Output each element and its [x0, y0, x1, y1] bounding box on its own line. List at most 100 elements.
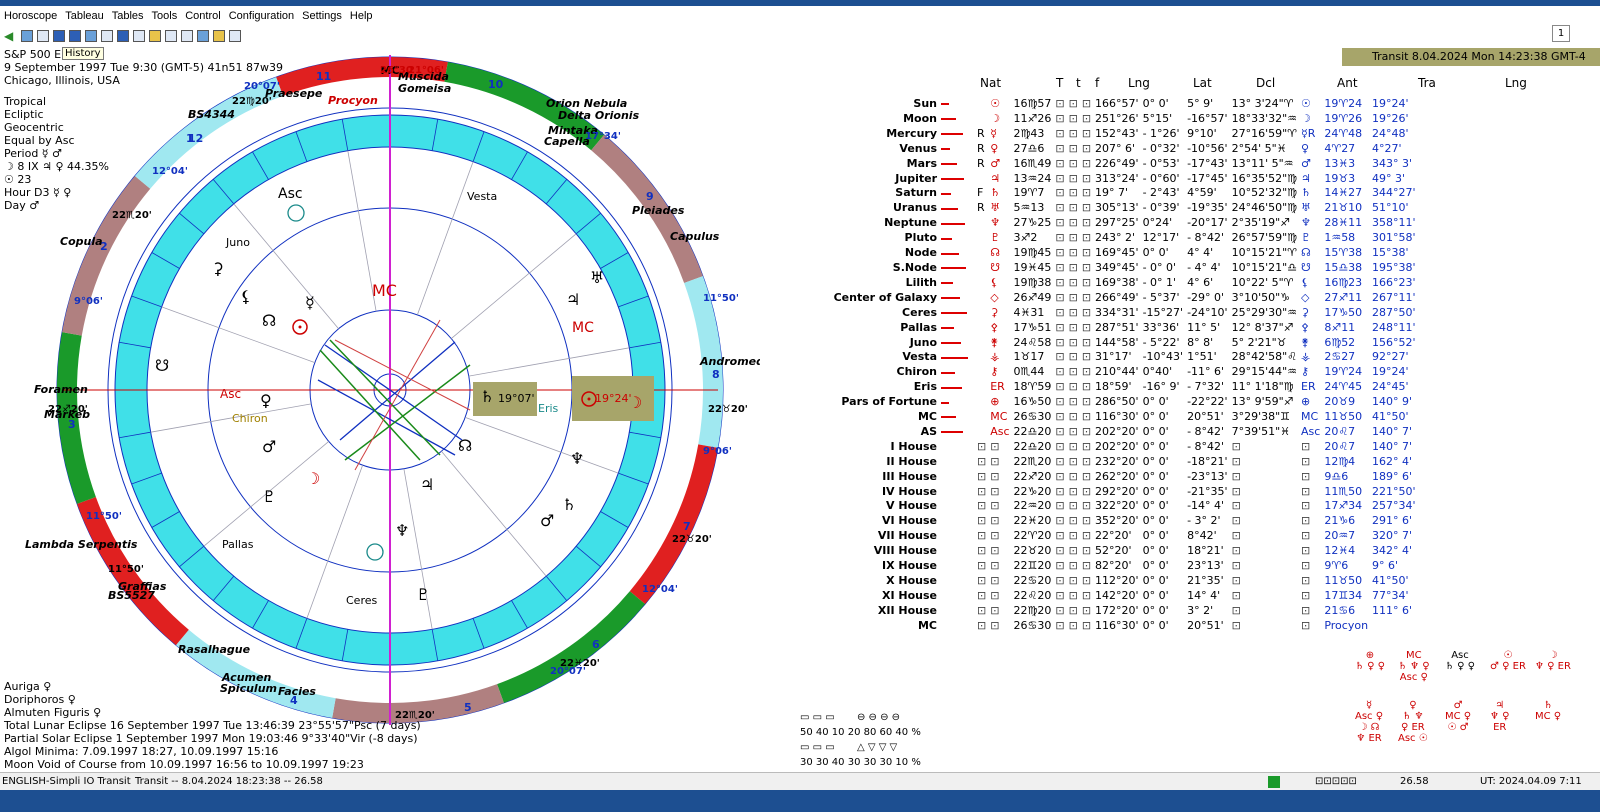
degree-spoke: [618, 472, 649, 485]
cell-icon: ⊡: [977, 439, 987, 453]
house-row[interactable]: VI House⊡⊡22♓20⊡⊡⊡352°20'0° 0'- 3° 2'⊡⊡2…: [760, 514, 1418, 529]
house-row[interactable]: III House⊡⊡22♐20⊡⊡⊡262°20'0° 0'-23°13'⊡⊡…: [760, 470, 1418, 485]
list-icon[interactable]: [181, 30, 194, 42]
house-row[interactable]: IV House⊡⊡22♑20⊡⊡⊡292°20'0° 0'-21°35'⊡⊡1…: [760, 485, 1418, 500]
planet-row[interactable]: Jupiter♃13♒24⊡⊡⊡313°24'- 0°60'-17°45'16°…: [760, 172, 1418, 187]
calendar-icon[interactable]: [149, 30, 162, 42]
planet-row[interactable]: Juno⚵24♌58⊡⊡⊡144°58'- 5°22'8° 8'5° 2'21"…: [760, 336, 1418, 351]
cell-tpos: 11♉50: [1324, 574, 1363, 587]
house-row[interactable]: MC⊡⊡26♋30⊡⊡⊡116°30'0° 0'20°51'⊡⊡Procyon: [760, 619, 1418, 634]
cell-icon: ⊡: [1068, 126, 1078, 140]
table-icon[interactable]: [21, 30, 34, 42]
house-row[interactable]: X House⊡⊡22♋20⊡⊡⊡112°20'0° 0'21°35'⊡⊡11♉…: [760, 574, 1418, 589]
cell-icon: ⊡: [1068, 544, 1078, 558]
tools-icon[interactable]: [213, 30, 226, 42]
star-rasalhague: Rasalhague: [178, 643, 251, 656]
house-row[interactable]: VIII House⊡⊡22♉20⊡⊡⊡52°20'0° 0'18°21'⊡⊡1…: [760, 544, 1418, 559]
page-number-input[interactable]: 1: [1552, 25, 1570, 42]
menu-help[interactable]: Help: [349, 10, 373, 22]
menu-settings[interactable]: Settings: [302, 10, 342, 22]
col-tra: Tra: [1418, 76, 1436, 90]
print-icon[interactable]: [133, 30, 146, 42]
map-icon[interactable]: [69, 30, 82, 42]
house-row[interactable]: XI House⊡⊡22♌20⊡⊡⊡142°20'0° 0'14° 4'⊡⊡17…: [760, 589, 1418, 604]
menu-configuration[interactable]: Configuration: [228, 10, 295, 22]
cell-tlng: 287°50': [1372, 305, 1416, 319]
status-mode-icons[interactable]: ⊡⊡⊡⊡⊡: [1315, 776, 1357, 787]
cell-flag: R: [977, 141, 985, 155]
strength-bars: [939, 365, 975, 380]
star-orion-nebula: Orion Nebula: [546, 97, 627, 110]
globe-icon[interactable]: [37, 30, 50, 42]
node-natal-glyph: ☊: [262, 311, 276, 330]
house-row[interactable]: V House⊡⊡22♒20⊡⊡⊡322°20'0° 0'-14° 4'⊡⊡17…: [760, 499, 1418, 514]
planet-row[interactable]: Moon☽11♐26⊡⊡⊡251°26'5°15'-16°57'18°33'32…: [760, 112, 1418, 127]
menu-tableau[interactable]: Tableau: [65, 10, 104, 22]
cell-icon: ⊡: [1301, 574, 1311, 587]
cell-ant: 13° 3'24"♈: [1231, 97, 1294, 110]
cell-tlng: 19°24': [1372, 365, 1409, 379]
cell-pos: 1♉17: [1013, 350, 1045, 364]
planet-row[interactable]: Node☊19♍45⊡⊡⊡169°45'0° 0'4° 4'10°15'21"♈…: [760, 246, 1418, 261]
cell-name: I House: [890, 439, 937, 453]
grid-icon[interactable]: [85, 30, 98, 42]
cell-pos: 22♒20: [1013, 499, 1052, 513]
mini-diagram-mc: MC♄ ♆ ♀Asc ♀: [1398, 650, 1430, 683]
back-arrow-icon[interactable]: ◀: [4, 29, 14, 43]
planet-row[interactable]: Pluto♇3♐2⊡⊡⊡243° 2'12°17'- 8°42'26°57'59…: [760, 231, 1418, 246]
cell-lat: - 5°22': [1142, 335, 1180, 349]
cell-flag: [975, 246, 988, 261]
menu-tools[interactable]: Tools: [151, 10, 178, 22]
history-icon[interactable]: [117, 30, 130, 42]
cell-pos: 27♎6: [1013, 141, 1045, 155]
planet-row[interactable]: Neptune♆27♑25⊡⊡⊡297°25'0°24'-20°17'2°35'…: [760, 216, 1418, 231]
cell-pos: 26♐49: [1013, 290, 1052, 304]
cell-name: V House: [886, 499, 937, 513]
menu-tables[interactable]: Tables: [111, 10, 144, 22]
planet-row[interactable]: Center of Galaxy◇26♐49⊡⊡⊡266°49'- 5°37'-…: [760, 291, 1418, 306]
planet-row[interactable]: Pars of Fortune⊕16♑50⊡⊡⊡286°50'0° 0'-22°…: [760, 395, 1418, 410]
cell-tlng: 140° 7': [1372, 439, 1413, 453]
cell-tlng: 140° 9': [1372, 395, 1413, 409]
planet-row[interactable]: Sun☉16♍57⊡⊡⊡166°57'0° 0'5° 9'13° 3'24"♈☉…: [760, 97, 1418, 112]
degree-spoke: [341, 119, 349, 151]
house-row[interactable]: I House⊡⊡22♎20⊡⊡⊡202°20'0° 0'- 8°42'⊡⊡20…: [760, 440, 1418, 455]
cell-tlng: 24°45': [1372, 380, 1409, 394]
planet-row[interactable]: S.Node☋19♓45⊡⊡⊡349°45'- 0° 0'- 4° 4'10°1…: [760, 261, 1418, 276]
export-icon[interactable]: [229, 30, 242, 42]
cell-flag: F: [977, 186, 984, 200]
cell-lat: 5°15': [1142, 111, 1173, 125]
house-row[interactable]: II House⊡⊡22♏20⊡⊡⊡232°20'0° 0'-18°21'⊡⊡1…: [760, 455, 1418, 470]
settings-icon[interactable]: [197, 30, 210, 42]
chart-wheel[interactable]: 19°07' 19°24' Eris MC Asc Vesta Juno Chi…: [0, 46, 760, 772]
chart-icon[interactable]: [165, 30, 178, 42]
planet-row[interactable]: Pallas⚴17♑51⊡⊡⊡287°51'33°36'11° 5'12° 8'…: [760, 321, 1418, 336]
house-row[interactable]: XII House⊡⊡22♍20⊡⊡⊡172°20'0° 0'3° 2'⊡⊡21…: [760, 604, 1418, 619]
strength-bars: [939, 321, 975, 336]
document-icon[interactable]: [101, 30, 114, 42]
menu-horoscope[interactable]: Horoscope: [4, 10, 58, 22]
degree-spoke: [600, 511, 629, 528]
planet-row[interactable]: Lilith⚸19♍38⊡⊡⊡169°38'- 0° 1'4° 6'10°22'…: [760, 276, 1418, 291]
cell-tlng: 189° 6': [1372, 469, 1413, 483]
cell-icon: ⊡: [977, 529, 987, 543]
house-row[interactable]: IX House⊡⊡22♊20⊡⊡⊡82°20'0° 0'23°13'⊡⊡9♈6…: [760, 559, 1418, 574]
cell-name: MC: [917, 410, 937, 424]
menu-control[interactable]: Control: [185, 10, 221, 22]
cell-lng: 166°57': [1095, 97, 1139, 110]
planet-row[interactable]: Vesta⚶1♉17⊡⊡⊡31°17'-10°43'1°51'28°42'58"…: [760, 350, 1418, 365]
planet-row[interactable]: Chiron⚷0♏44⊡⊡⊡210°44'0°40'-11° 6'29°15'4…: [760, 365, 1418, 380]
planet-row[interactable]: Ceres⚳4♓31⊡⊡⊡334°31'-15°27'-24°10'25°29'…: [760, 306, 1418, 321]
cell-icon: ⊡: [1081, 588, 1092, 602]
house-row[interactable]: VII House⊡⊡22♈20⊡⊡⊡22°20'0° 0'8°42'⊡⊡20♒…: [760, 529, 1418, 544]
wheel-icon[interactable]: [53, 30, 66, 42]
cell-tg: ♀: [1301, 141, 1310, 155]
